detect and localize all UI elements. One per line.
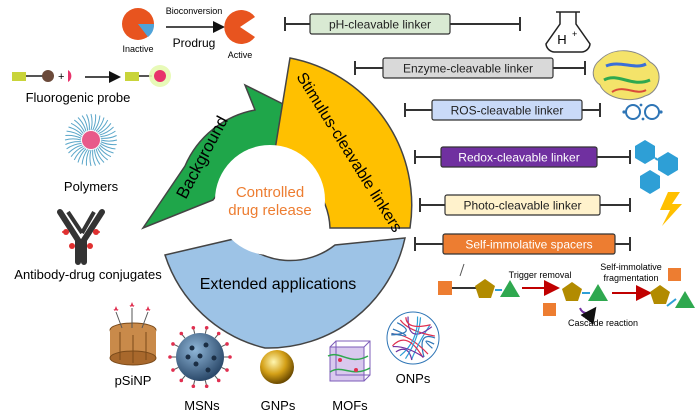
inactive-drug-icon [122, 8, 155, 40]
linker-item: Redox-cleavable linker [414, 146, 631, 168]
ros-icon [622, 103, 663, 121]
mof-icon [327, 340, 371, 382]
polymers-label: Polymers [64, 179, 119, 194]
linker-label: Photo-cleavable linker [463, 199, 581, 213]
fluorogenic-label: Fluorogenic probe [26, 90, 131, 105]
msns-label: MSNs [184, 398, 220, 413]
linker-label: Self-immolative spacers [465, 238, 592, 252]
antibody-icon [57, 209, 105, 265]
fragmentation-label-2: fragmentation [603, 273, 658, 283]
linker-label: pH-cleavable linker [329, 18, 431, 32]
applications-segment [164, 237, 406, 349]
self-immolative-scheme: Trigger removal Self-immolative fragment… [438, 262, 695, 328]
prodrug-title: Prodrug [173, 36, 216, 50]
linker-item: ROS-cleavable linker [404, 99, 601, 121]
active-drug-icon [224, 9, 255, 44]
linker-label: Enzyme-cleavable linker [403, 62, 533, 76]
linker-label: Redox-cleavable linker [458, 151, 579, 165]
acid-charge: + [572, 29, 577, 39]
linker-item: Enzyme-cleavable linker [354, 57, 586, 79]
acid-symbol: H [557, 32, 566, 47]
onps-label: ONPs [396, 371, 431, 386]
central-ring [141, 57, 413, 349]
polymer-icon [64, 113, 118, 167]
prodrug-group: Inactive Bioconversion Prodrug Active [122, 6, 255, 60]
linker-box [442, 233, 616, 255]
fragmentation-label-1: Self-immolative [600, 262, 662, 272]
gnp-icon [260, 350, 294, 384]
svg-text:+: + [58, 71, 64, 83]
linker-box [431, 99, 583, 121]
linker-box [309, 13, 451, 35]
linker-item: Photo-cleavable linker [419, 194, 631, 216]
applications-label: Extended applications [200, 276, 357, 293]
enzyme-icon [592, 50, 660, 100]
mofs-label: MOFs [332, 398, 368, 413]
bioconversion-label: Bioconversion [166, 6, 223, 16]
msn-icon [168, 325, 232, 389]
gnps-label: GNPs [261, 398, 296, 413]
onp-icon [386, 311, 440, 365]
active-label: Active [228, 50, 253, 60]
acid-flask-icon: H + [545, 11, 591, 53]
center-line-2: drug release [228, 202, 311, 219]
lightning-icon [660, 192, 682, 226]
redox-icon [635, 140, 678, 194]
linker-box [382, 57, 554, 79]
adc-label: Antibody-drug conjugates [14, 267, 162, 282]
linker-item: pH-cleavable linker [284, 13, 521, 35]
cascade-label: Cascade reaction [568, 318, 638, 328]
center-line-1: Controlled [236, 184, 304, 201]
fluorogenic-probe-group: + Fluorogenic probe [12, 65, 171, 105]
linker-box [444, 194, 601, 216]
psinp-label: pSiNP [115, 373, 152, 388]
inactive-label: Inactive [122, 44, 153, 54]
linker-label: ROS-cleavable linker [451, 104, 564, 118]
linker-item: Self-immolative spacers [414, 233, 631, 255]
linker-box [440, 146, 598, 168]
psinp-icon [109, 302, 157, 366]
trigger-label: Trigger removal [509, 270, 572, 280]
